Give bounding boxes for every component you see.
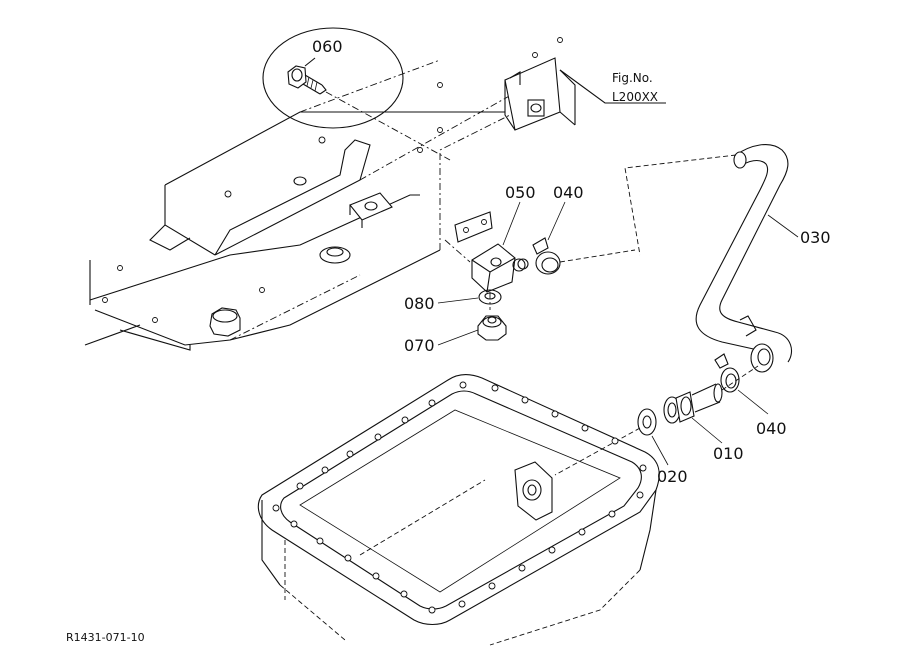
- mounting-bracket: [504, 57, 576, 131]
- callout-label-020: 020: [657, 467, 688, 486]
- fig-label: Fig.No.: [612, 71, 653, 85]
- callout-030: 030: [767, 214, 831, 247]
- callout-080: 080: [404, 294, 479, 313]
- callout-020: 020: [651, 435, 688, 486]
- fitting-010: [663, 365, 759, 424]
- callout-050: 050: [502, 183, 536, 246]
- callout-040-lower: 040: [737, 389, 787, 438]
- hose-030: [624, 144, 792, 373]
- callout-label-060: 060: [312, 37, 343, 56]
- flange-holes: [272, 381, 647, 614]
- callout-060: 060: [312, 37, 343, 56]
- callout-label-050: 050: [505, 183, 536, 202]
- clamp-040-upper: [532, 237, 636, 275]
- callout-label-010: 010: [713, 444, 744, 463]
- callout-label-040-upper: 040: [553, 183, 584, 202]
- callout-010: 010: [691, 417, 744, 463]
- callout-label-030: 030: [800, 228, 831, 247]
- figure-reference: Fig.No. L200XX: [559, 69, 666, 104]
- callout-label-070: 070: [404, 336, 435, 355]
- washer-020: [554, 408, 657, 476]
- callout-040-upper: 040: [547, 183, 584, 241]
- callout-label-080: 080: [404, 294, 435, 313]
- frame-bracket: [84, 37, 563, 351]
- callout-label-040-lower: 040: [756, 419, 787, 438]
- bolt-060: [262, 27, 451, 161]
- block-050: [471, 243, 529, 310]
- drawing-id: R1431-071-10: [66, 631, 145, 644]
- oil-pan: [257, 373, 660, 646]
- plate-bracket: [444, 211, 493, 263]
- nut-070: [477, 315, 507, 341]
- fig-number: L200XX: [612, 90, 658, 104]
- callout-070: 070: [404, 329, 479, 355]
- washer-080: [478, 289, 502, 305]
- clamp-040-lower: [714, 353, 740, 393]
